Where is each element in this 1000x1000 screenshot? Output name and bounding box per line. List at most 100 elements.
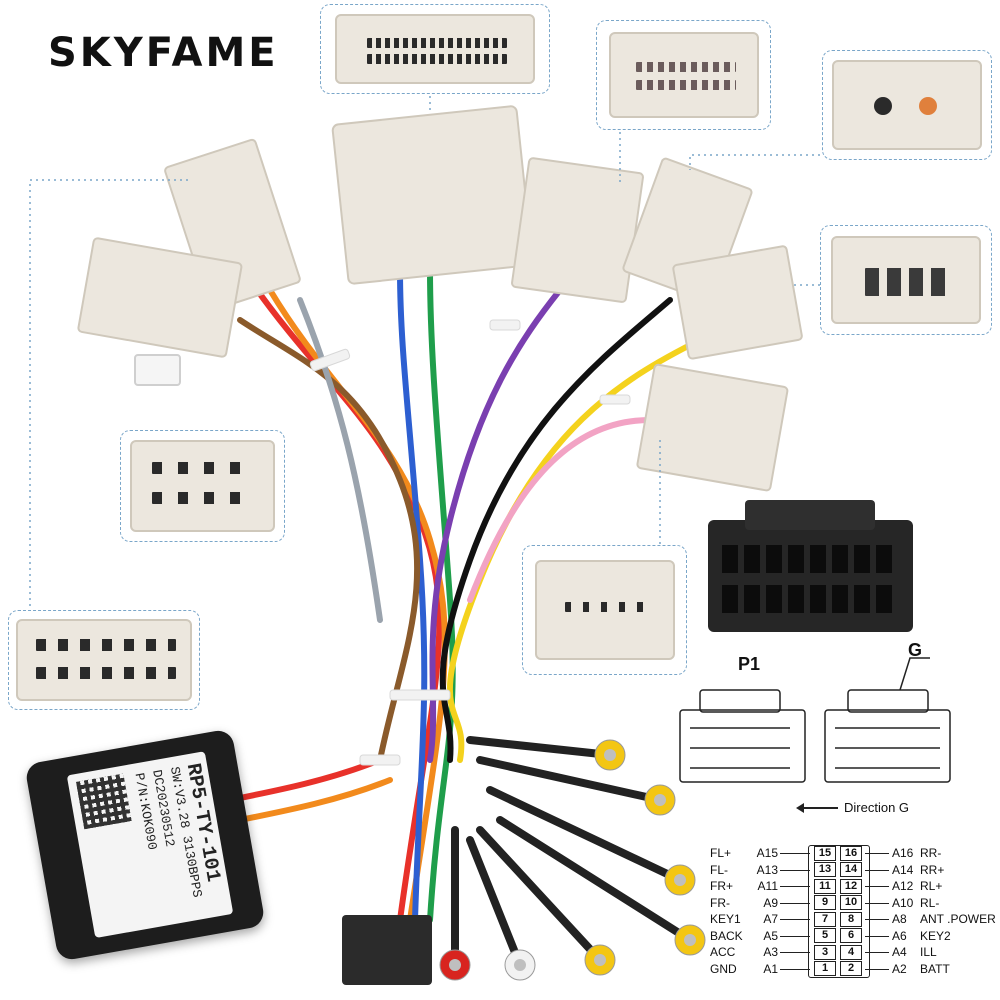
connector-callout-bottom-center bbox=[522, 545, 687, 675]
pin-right-label: KEY2 bbox=[920, 928, 951, 943]
pin-right-label: RL+ bbox=[920, 879, 943, 893]
wire bbox=[467, 417, 653, 603]
pin-right-number: 8 bbox=[840, 911, 862, 927]
pin-right-lead bbox=[865, 886, 889, 887]
pin-left-label: ACC bbox=[710, 945, 736, 959]
p1-connector-drawing bbox=[679, 689, 806, 783]
module-label: RP5-TY-101 SW:V3.28 3130BPPS DC20230512 … bbox=[66, 751, 234, 939]
pin-left-number: 13 bbox=[814, 862, 836, 877]
pin-left-code: A3 bbox=[763, 945, 778, 959]
direction-label: Direction G bbox=[844, 800, 910, 815]
pin-left-code: A13 bbox=[756, 862, 778, 877]
pin-right-number: 2 bbox=[840, 961, 862, 976]
pin-right-label: RR- bbox=[920, 846, 942, 860]
pin-right-label: BATT bbox=[920, 961, 950, 976]
wire-bundle bbox=[227, 267, 703, 923]
module-text: RP5-TY-101 SW:V3.28 3130BPPS DC20230512 … bbox=[130, 762, 225, 905]
rca-cable bbox=[466, 836, 524, 969]
rca-plug-tip bbox=[684, 934, 696, 946]
rca-plug-tip bbox=[449, 959, 461, 971]
pin-right-code: A12 bbox=[892, 879, 914, 893]
connector-face bbox=[335, 14, 535, 84]
pin-left-label: FR- bbox=[710, 895, 730, 910]
decoder-module: RP5-TY-101 SW:V3.28 3130BPPS DC20230512 … bbox=[24, 728, 266, 962]
leader-line bbox=[29, 179, 188, 610]
pin-right-lead bbox=[865, 869, 889, 871]
zip-tie bbox=[489, 319, 521, 331]
pin-right-code: A2 bbox=[892, 961, 907, 976]
rca-plug-tip bbox=[674, 874, 686, 886]
connector-face bbox=[832, 60, 982, 150]
pin-left-number: 9 bbox=[814, 895, 836, 910]
black-16pin-connector bbox=[708, 500, 913, 632]
pin-left-code: A5 bbox=[763, 928, 778, 943]
pin-left-lead bbox=[780, 968, 810, 970]
brand-logo: SKYFAME bbox=[48, 30, 279, 76]
pin-right-number: 4 bbox=[840, 944, 862, 960]
pin-right-code: A14 bbox=[892, 862, 914, 877]
harness-connector-left bbox=[77, 237, 243, 358]
connector-face bbox=[534, 560, 675, 660]
pin-right-code: A4 bbox=[892, 945, 907, 959]
wire bbox=[427, 267, 456, 923]
connector-callout-top-center bbox=[320, 4, 550, 94]
pinout-frame bbox=[808, 845, 870, 978]
rca-plug-tip bbox=[654, 794, 666, 806]
pin-right-lead bbox=[865, 952, 889, 953]
connector-callout-top-right-1 bbox=[596, 20, 771, 130]
wire bbox=[439, 297, 673, 763]
harness-connector-small-plug bbox=[134, 354, 181, 386]
pin-right-label: RL- bbox=[920, 895, 940, 910]
rca-cable bbox=[496, 816, 694, 944]
pin-right-lead bbox=[865, 853, 889, 854]
pin-right-code: A10 bbox=[892, 895, 914, 910]
pin-right-number: 12 bbox=[840, 878, 862, 894]
pin-left-label: FL- bbox=[710, 862, 728, 877]
connector-face bbox=[130, 440, 275, 532]
connector-face bbox=[608, 32, 759, 118]
direction-indicator: Direction G bbox=[796, 800, 910, 815]
harness-connector-right-2 bbox=[636, 363, 789, 492]
p1-label: P1 bbox=[738, 654, 761, 674]
pin-left-code: A15 bbox=[756, 846, 778, 860]
connector-callout-left-bottom bbox=[8, 610, 200, 710]
harness-connector-bottom-black bbox=[342, 915, 432, 985]
wire bbox=[297, 297, 383, 623]
pin-left-code: A1 bbox=[763, 961, 778, 976]
rca-cable bbox=[476, 826, 604, 964]
pin-left-number: 1 bbox=[814, 961, 836, 976]
g-connector-drawing bbox=[824, 657, 951, 783]
pin-left-label: BACK bbox=[710, 928, 743, 943]
pin-right-code: A8 bbox=[892, 912, 907, 926]
rca-plug-tip bbox=[514, 959, 526, 971]
connector-callout-right bbox=[820, 225, 992, 335]
connector-callout-top-right-2 bbox=[822, 50, 992, 160]
wire bbox=[227, 757, 383, 803]
pin-right-label: ANT .POWER bbox=[920, 912, 996, 926]
rca-cable bbox=[486, 786, 684, 884]
pin-right-lead bbox=[865, 902, 889, 904]
pin-left-lead bbox=[780, 853, 810, 854]
g-label: G bbox=[908, 640, 923, 660]
pin-left-number: 15 bbox=[814, 845, 836, 861]
pin-left-lead bbox=[780, 869, 810, 871]
harness-connector-top-center bbox=[331, 105, 534, 285]
pin-right-label: RR+ bbox=[920, 862, 945, 877]
rca-cable bbox=[476, 756, 664, 804]
connector-face bbox=[16, 619, 192, 701]
harness-connector-right-1 bbox=[672, 245, 803, 360]
pin-left-label: KEY1 bbox=[710, 912, 741, 926]
rca-plug-tip bbox=[604, 749, 616, 761]
harness-connector-top-right-1 bbox=[511, 157, 644, 303]
rca-plugs bbox=[439, 736, 706, 981]
pin-left-number: 7 bbox=[814, 911, 836, 927]
pin-left-lead bbox=[780, 935, 810, 937]
pin-left-label: FL+ bbox=[710, 846, 732, 860]
connector-callout-left-middle bbox=[120, 430, 285, 542]
pin-left-number: 11 bbox=[814, 878, 836, 894]
zip-tie bbox=[599, 394, 631, 405]
